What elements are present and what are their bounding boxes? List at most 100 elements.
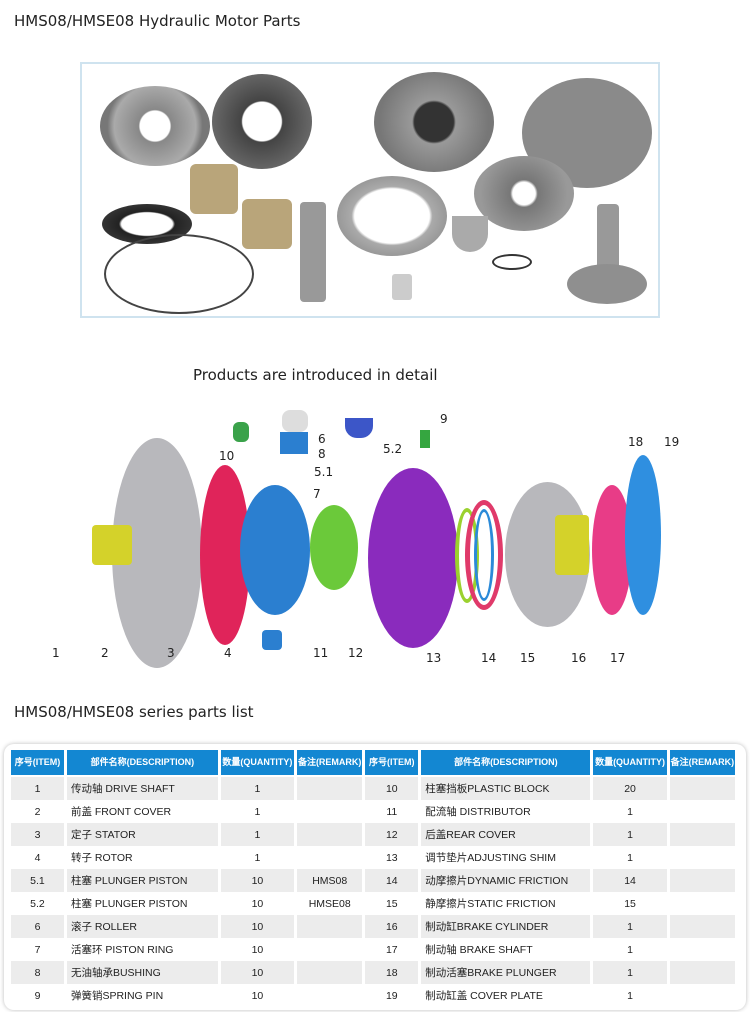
- description-cell: 活塞环 PISTON RING: [70, 943, 174, 956]
- label-19: 19: [664, 435, 680, 449]
- description-cell: 制动缸BRAKE CYLINDER: [421, 915, 591, 938]
- quantity-cell: 1: [627, 943, 633, 956]
- remark-cell: [297, 938, 362, 961]
- remark-cell: [669, 777, 735, 800]
- remark-cell: [297, 961, 363, 984]
- quantity-cell: 1: [593, 915, 667, 938]
- description-cell: 前盖 FRONT COVER: [70, 805, 172, 818]
- description-cell: 配流轴 DISTRIBUTOR: [425, 805, 531, 818]
- remark-cell: [669, 869, 735, 892]
- item-cell: 4: [34, 851, 41, 864]
- quantity-cell: 10: [220, 915, 295, 938]
- label-5-2: 5.2: [383, 442, 403, 456]
- stator-ring-image: [337, 176, 447, 256]
- quantity-cell: 1: [627, 805, 633, 818]
- quantity-cell: 10: [251, 989, 264, 1002]
- piston-5-2-part: [345, 418, 373, 438]
- item-cell: 1: [11, 777, 64, 800]
- drive-shaft-part: [92, 525, 132, 565]
- flange-image: [567, 264, 647, 304]
- label-8: 8: [318, 447, 326, 461]
- parts-list-title: HMS08/HMSE08 series parts list: [14, 703, 254, 721]
- rotor-image: [474, 156, 574, 231]
- column-header: 序号(ITEM): [365, 750, 419, 777]
- quantity-cell: 10: [251, 943, 264, 956]
- item-cell: 3: [11, 823, 64, 846]
- page-title: HMS08/HMSE08 Hydraulic Motor Parts: [14, 12, 301, 30]
- column-header: 备注(REMARK): [669, 750, 735, 777]
- section-subtitle: Products are introduced in detail: [193, 366, 438, 384]
- item-cell: 17: [385, 943, 398, 956]
- remark-cell: [670, 800, 735, 823]
- remark-cell: [297, 915, 363, 938]
- remark-cell: [669, 961, 735, 984]
- distributor-part: [310, 505, 358, 590]
- quantity-cell: 15: [624, 897, 636, 910]
- label-5-1: 5.1: [314, 465, 334, 479]
- label-7: 7: [313, 487, 321, 501]
- column-header: 序号(ITEM): [11, 750, 64, 777]
- remark-cell: [297, 800, 362, 823]
- column-header: 数量(QUANTITY): [220, 750, 295, 777]
- column-header: 备注(REMARK): [297, 750, 363, 777]
- remark-cell: [670, 892, 735, 915]
- quantity-cell: 10: [220, 961, 295, 984]
- column-header: 数量(QUANTITY): [593, 750, 667, 777]
- description-cell: 柱塞 PLUNGER PISTON: [66, 869, 218, 892]
- spring-pin-part: [420, 430, 430, 448]
- item-cell: 16: [365, 915, 419, 938]
- label-10: 10: [219, 449, 235, 463]
- quantity-cell: 1: [220, 823, 295, 846]
- label-15: 15: [520, 651, 536, 665]
- roller-image: [190, 164, 238, 214]
- column-header: 部件名称(DESCRIPTION): [421, 750, 591, 777]
- description-cell: 柱塞 PLUNGER PISTON: [70, 897, 188, 910]
- roller-small-image: [392, 274, 412, 300]
- rotor-part: [240, 485, 310, 615]
- rear-cover-part: [368, 468, 458, 648]
- remark-cell: [670, 984, 735, 1007]
- parts-table-container: 序号(ITEM)部件名称(DESCRIPTION)数量(QUANTITY)备注(…: [4, 744, 746, 1010]
- piston-part: [280, 432, 308, 454]
- label-6: 6: [318, 432, 326, 446]
- item-cell: 18: [365, 961, 419, 984]
- remark-cell: HMS08: [297, 869, 363, 892]
- quantity-cell: 1: [593, 823, 667, 846]
- label-9: 9: [440, 412, 448, 426]
- stator-image: [212, 74, 312, 169]
- description-cell: 传动轴 DRIVE SHAFT: [66, 777, 218, 800]
- friction-part: [465, 500, 503, 610]
- description-cell: 调节垫片ADJUSTING SHIM: [425, 851, 556, 864]
- column-header: 部件名称(DESCRIPTION): [66, 750, 218, 777]
- label-11: 11: [313, 646, 329, 660]
- description-cell: 转子 ROTOR: [70, 851, 133, 864]
- quantity-cell: 10: [251, 897, 264, 910]
- quantity-cell: 1: [254, 805, 261, 818]
- piston-lower-part: [262, 630, 282, 650]
- label-2: 2: [101, 646, 109, 660]
- parts-photo: [80, 62, 660, 318]
- quantity-cell: 1: [254, 851, 261, 864]
- remark-cell: [669, 915, 735, 938]
- remark-cell: HMSE08: [308, 897, 351, 910]
- label-3: 3: [167, 646, 175, 660]
- item-cell: 13: [385, 851, 398, 864]
- remark-cell: [297, 823, 363, 846]
- quantity-cell: 20: [593, 777, 667, 800]
- description-cell: 制动缸盖 COVER PLATE: [425, 989, 543, 1002]
- parts-table: 序号(ITEM)部件名称(DESCRIPTION)数量(QUANTITY)备注(…: [8, 750, 738, 1007]
- description-cell: 制动轴 BRAKE SHAFT: [425, 943, 533, 956]
- drive-shaft-image: [300, 202, 326, 302]
- label-14: 14: [481, 651, 497, 665]
- remark-cell: [297, 777, 363, 800]
- description-cell: 柱塞挡板PLASTIC BLOCK: [421, 777, 591, 800]
- item-cell: 5.2: [30, 897, 45, 910]
- label-1: 1: [52, 646, 60, 660]
- item-cell: 6: [11, 915, 64, 938]
- description-cell: 弹簧销SPRING PIN: [70, 989, 164, 1002]
- item-cell: 14: [365, 869, 419, 892]
